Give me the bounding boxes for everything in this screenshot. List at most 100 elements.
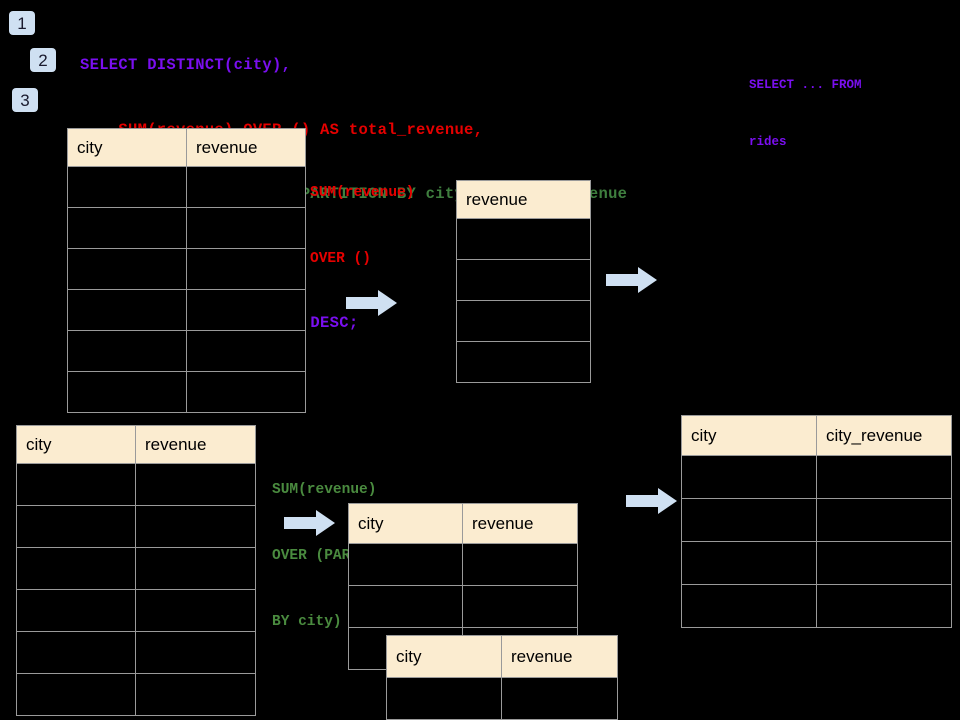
table-partition-front: city revenue — [386, 635, 618, 720]
column-header-city: city — [348, 503, 463, 544]
table-cell — [186, 289, 306, 331]
table-row — [348, 543, 578, 586]
table-cell — [186, 166, 306, 208]
table-row — [681, 455, 952, 499]
table-cell — [135, 505, 256, 548]
column-header-city-revenue: city_revenue — [816, 415, 952, 456]
annotation-total-revenue: SUM(revenue) OVER () — [310, 138, 414, 314]
table-cell — [135, 631, 256, 674]
table-rides-bottom: city revenue — [16, 425, 256, 716]
table-header-row: city revenue — [16, 425, 256, 464]
table-row — [16, 631, 256, 674]
table-cell — [16, 673, 136, 716]
table-cell — [186, 248, 306, 290]
step-badge-2: 2 — [30, 48, 56, 72]
step-badge-1: 1 — [9, 11, 35, 35]
table-cell — [16, 463, 136, 506]
table-cell — [501, 677, 618, 720]
table-cell — [681, 498, 817, 542]
table-row — [681, 584, 952, 628]
table-cell — [186, 371, 306, 413]
table-cell — [816, 584, 952, 628]
table-row — [456, 341, 591, 383]
table-row — [67, 248, 306, 290]
table-total-revenue-result: revenue — [456, 180, 591, 383]
table-row — [67, 207, 306, 249]
table-cell — [186, 330, 306, 372]
table-header-row: city revenue — [386, 635, 618, 678]
column-header-revenue: revenue — [186, 128, 306, 167]
table-cell — [67, 248, 187, 290]
arrow-right-icon — [284, 508, 336, 538]
table-row — [456, 300, 591, 342]
arrow-right-icon — [346, 288, 398, 318]
annotation-city-revenue-line-1: SUM(revenue) — [272, 482, 377, 498]
table-cell — [67, 289, 187, 331]
arrow-right-icon — [606, 265, 658, 295]
table-cell — [16, 505, 136, 548]
table-row — [67, 289, 306, 331]
table-cell — [816, 541, 952, 585]
table-cell — [456, 341, 591, 383]
table-header-row: city revenue — [348, 503, 578, 544]
table-row — [386, 677, 618, 720]
table-cell — [816, 455, 952, 499]
table-cell — [135, 463, 256, 506]
side-note-line-2: rides — [749, 135, 787, 149]
table-cell — [186, 207, 306, 249]
step-badge-3: 3 — [12, 88, 38, 112]
side-note-line-1: SELECT ... FROM — [749, 78, 862, 92]
sql-line-select: SELECT DISTINCT(city), — [80, 56, 292, 74]
table-cell — [67, 166, 187, 208]
annotation-total-revenue-line-2: OVER () — [310, 251, 371, 267]
table-row — [16, 505, 256, 548]
table-cell — [681, 584, 817, 628]
table-cell — [462, 543, 578, 586]
table-cell — [67, 330, 187, 372]
table-cell — [135, 589, 256, 632]
table-row — [348, 585, 578, 628]
table-cell — [681, 455, 817, 499]
table-cell — [681, 541, 817, 585]
column-header-revenue: revenue — [135, 425, 256, 464]
table-row — [16, 589, 256, 632]
table-cell — [135, 547, 256, 590]
table-row — [16, 673, 256, 716]
column-header-revenue: revenue — [462, 503, 578, 544]
table-cell — [16, 547, 136, 590]
table-row — [16, 463, 256, 506]
column-header-city: city — [386, 635, 502, 678]
table-header-row: city revenue — [67, 128, 306, 167]
side-note-select-from: SELECT ... FROM rides — [749, 38, 862, 190]
column-header-revenue: revenue — [456, 180, 591, 219]
annotation-city-revenue: SUM(revenue) OVER (PARTITION BY city) — [272, 435, 403, 677]
table-final-result: city city_revenue — [681, 415, 952, 628]
table-header-row: revenue — [456, 180, 591, 219]
table-cell — [456, 259, 591, 301]
table-row — [681, 541, 952, 585]
table-cell — [67, 207, 187, 249]
table-cell — [348, 585, 463, 628]
table-cell — [135, 673, 256, 716]
table-row — [67, 371, 306, 413]
column-header-revenue: revenue — [501, 635, 618, 678]
table-header-row: city city_revenue — [681, 415, 952, 456]
table-cell — [456, 300, 591, 342]
table-rides-top: city revenue — [67, 128, 306, 413]
table-row — [67, 330, 306, 372]
annotation-city-revenue-line-3: BY city) — [272, 614, 342, 630]
table-row — [681, 498, 952, 542]
annotation-total-revenue-line-1: SUM(revenue) — [310, 185, 415, 201]
table-row — [16, 547, 256, 590]
table-cell — [816, 498, 952, 542]
table-cell — [16, 589, 136, 632]
table-cell — [67, 371, 187, 413]
column-header-city: city — [16, 425, 136, 464]
table-cell — [456, 218, 591, 260]
column-header-city: city — [681, 415, 817, 456]
table-cell — [462, 585, 578, 628]
table-cell — [348, 543, 463, 586]
table-cell — [16, 631, 136, 674]
column-header-city: city — [67, 128, 187, 167]
